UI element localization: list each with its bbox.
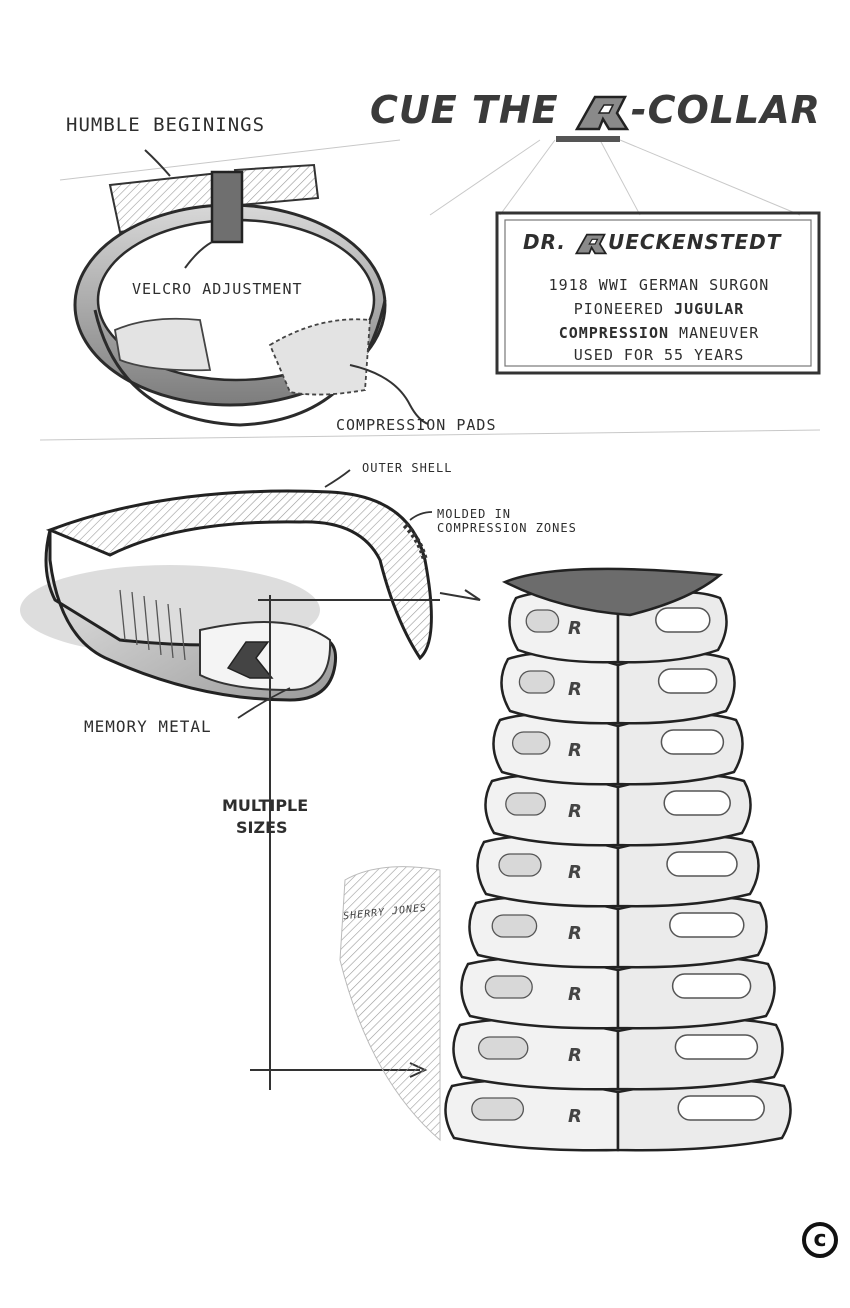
collar-size-7: R xyxy=(460,957,776,1030)
collar-size-6: R xyxy=(468,896,768,969)
label-compression-zones: COMPRESSION ZONES xyxy=(437,521,577,535)
label-compression-pads: COMPRESSION PADS xyxy=(336,416,497,434)
r-logo-mark: R xyxy=(568,984,582,1005)
title-prefix: CUE THE xyxy=(370,88,559,132)
r-collar-band-drawing xyxy=(20,469,481,719)
r-logo-icon xyxy=(574,233,608,254)
collar-size-3: R xyxy=(492,712,744,786)
collar-size-5: R xyxy=(476,834,760,908)
collar-size-9: R xyxy=(444,1079,792,1152)
label-humble-beginings: HUMBLE BEGININGS xyxy=(66,114,266,136)
construction-lines xyxy=(39,139,821,441)
info-plaque: DR. UECKENSTEDT 1918 WWI GERMAN SURGON P… xyxy=(497,210,821,374)
copyright-icon: c xyxy=(802,1222,838,1258)
title-suffix: -COLLAR xyxy=(630,88,821,132)
r-logo-mark: R xyxy=(568,923,582,944)
plaque-frame xyxy=(495,211,821,375)
r-logo-mark: R xyxy=(568,1106,582,1127)
original-collar-drawing xyxy=(73,149,429,427)
r-logo-mark: R xyxy=(568,801,582,822)
label-memory-metal: MEMORY METAL xyxy=(84,717,212,736)
collar-size-stack: R R R R R R R R R xyxy=(444,567,792,1152)
plaque-line-3b: MANEUVER xyxy=(669,324,760,342)
title-underline-bar xyxy=(556,136,620,142)
collar-size-8: R xyxy=(452,1018,784,1091)
label-molded-in: MOLDED IN xyxy=(437,507,512,521)
r-logo-mark: R xyxy=(568,740,582,761)
label-sizes: SIZES xyxy=(236,818,288,837)
r-logo-mark: R xyxy=(568,862,582,883)
collar-size-4: R xyxy=(484,773,752,847)
plaque-name: DR. UECKENSTEDT xyxy=(523,230,781,257)
r-logo-mark: R xyxy=(568,679,582,700)
plaque-line-2b: JUGULAR xyxy=(674,300,745,318)
page-title: CUE THE -COLLAR xyxy=(370,88,821,133)
plaque-line-4: USED FOR 55 YEARS xyxy=(573,346,745,364)
plaque-name-rest: UECKENSTEDT xyxy=(607,230,782,254)
r-logo-mark: R xyxy=(568,1045,582,1066)
r-logo-icon xyxy=(574,95,630,130)
label-outer-shell: OUTER SHELL xyxy=(362,461,453,475)
plaque-line-3: COMPRESSION MANEUVER xyxy=(497,324,821,342)
label-multiple: MULTIPLE xyxy=(222,796,309,815)
plaque-line-2a: PIONEERED xyxy=(573,300,675,318)
stack-shadow xyxy=(339,866,441,1142)
plaque-name-prefix: DR. xyxy=(523,230,566,254)
plaque-line-1: 1918 WWI GERMAN SURGON xyxy=(548,276,770,294)
plaque-line-2: PIONEERED JUGULAR xyxy=(497,300,821,318)
stack-top-opening xyxy=(501,567,724,617)
label-velcro-adjustment: VELCRO ADJUSTMENT xyxy=(132,280,303,298)
plaque-line-3a: COMPRESSION xyxy=(558,324,670,342)
r-logo-mark: R xyxy=(568,618,582,639)
collar-size-2: R xyxy=(500,652,736,725)
